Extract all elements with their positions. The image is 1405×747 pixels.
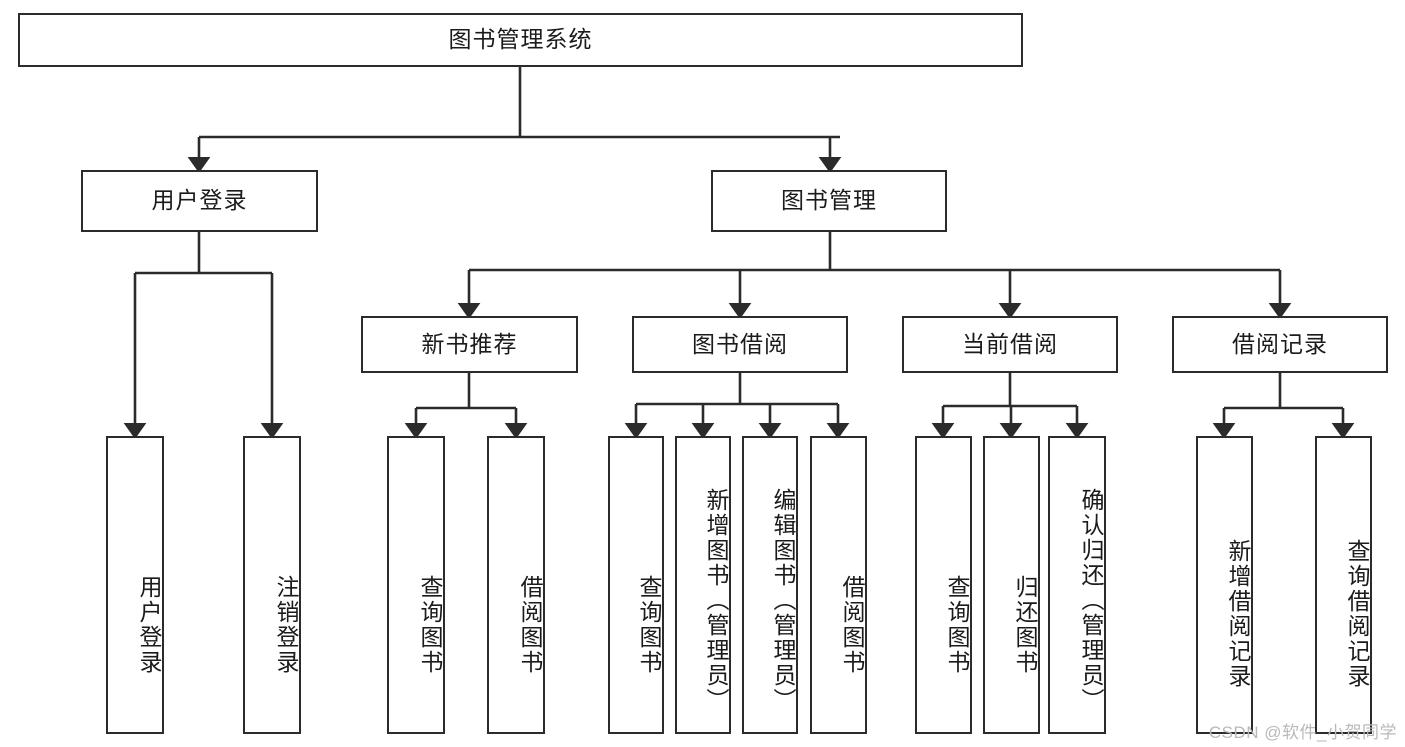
node-leaf-add-record[interactable]: 新增借阅记录	[1196, 436, 1253, 734]
node-leaf-confirm-return[interactable]: 确认归还（管理员）	[1048, 436, 1106, 734]
node-leaf-return-book[interactable]: 归还图书	[983, 436, 1040, 734]
node-leaf-query-book-3[interactable]: 查询图书	[915, 436, 972, 734]
node-new-book-recommend-label: 新书推荐	[421, 330, 518, 357]
node-leaf-query-book-1-label: 查询图书	[417, 575, 443, 675]
node-leaf-borrow-book-1[interactable]: 借阅图书	[487, 436, 545, 734]
node-leaf-add-record-label: 新增借阅记录	[1225, 539, 1251, 689]
node-leaf-query-book-3-label: 查询图书	[944, 575, 970, 675]
node-borrow-record-label: 借阅记录	[1232, 330, 1328, 357]
node-current-borrow-label: 当前借阅	[962, 330, 1058, 357]
node-leaf-borrow-book-2-label: 借阅图书	[839, 575, 865, 675]
node-current-borrow[interactable]: 当前借阅	[902, 316, 1118, 373]
node-leaf-query-book-2-label: 查询图书	[636, 575, 662, 675]
node-leaf-user-login[interactable]: 用户登录	[106, 436, 164, 734]
node-leaf-edit-book[interactable]: 编辑图书（管理员）	[742, 436, 798, 734]
node-book-borrow-label: 图书借阅	[692, 330, 788, 357]
node-root-label: 图书管理系统	[448, 26, 593, 53]
node-leaf-query-record-label: 查询借阅记录	[1344, 539, 1370, 689]
node-leaf-edit-book-label: 编辑图书（管理员）	[770, 487, 796, 713]
node-user-login[interactable]: 用户登录	[81, 170, 318, 232]
node-book-manage[interactable]: 图书管理	[711, 170, 947, 232]
node-leaf-add-book-label: 新增图书（管理员）	[703, 487, 729, 713]
node-leaf-borrow-book-2[interactable]: 借阅图书	[810, 436, 867, 734]
node-leaf-query-book-2[interactable]: 查询图书	[608, 436, 664, 734]
node-leaf-user-logout-label: 注销登录	[273, 575, 299, 675]
node-borrow-record[interactable]: 借阅记录	[1172, 316, 1388, 373]
node-leaf-add-book[interactable]: 新增图书（管理员）	[675, 436, 731, 734]
node-leaf-query-book-1[interactable]: 查询图书	[387, 436, 445, 734]
node-user-login-label: 用户登录	[151, 187, 248, 214]
node-root[interactable]: 图书管理系统	[18, 13, 1023, 67]
node-leaf-user-login-label: 用户登录	[136, 575, 162, 675]
node-leaf-return-book-label: 归还图书	[1012, 575, 1038, 675]
node-leaf-user-logout[interactable]: 注销登录	[243, 436, 301, 734]
node-book-borrow[interactable]: 图书借阅	[632, 316, 848, 373]
watermark-text: CSDN @软件_小贺同学	[1208, 723, 1397, 742]
node-leaf-query-record[interactable]: 查询借阅记录	[1315, 436, 1372, 734]
node-new-book-recommend[interactable]: 新书推荐	[361, 316, 578, 373]
node-book-manage-label: 图书管理	[781, 187, 877, 214]
node-leaf-confirm-return-label: 确认归还（管理员）	[1078, 487, 1104, 713]
node-leaf-borrow-book-1-label: 借阅图书	[517, 575, 543, 675]
